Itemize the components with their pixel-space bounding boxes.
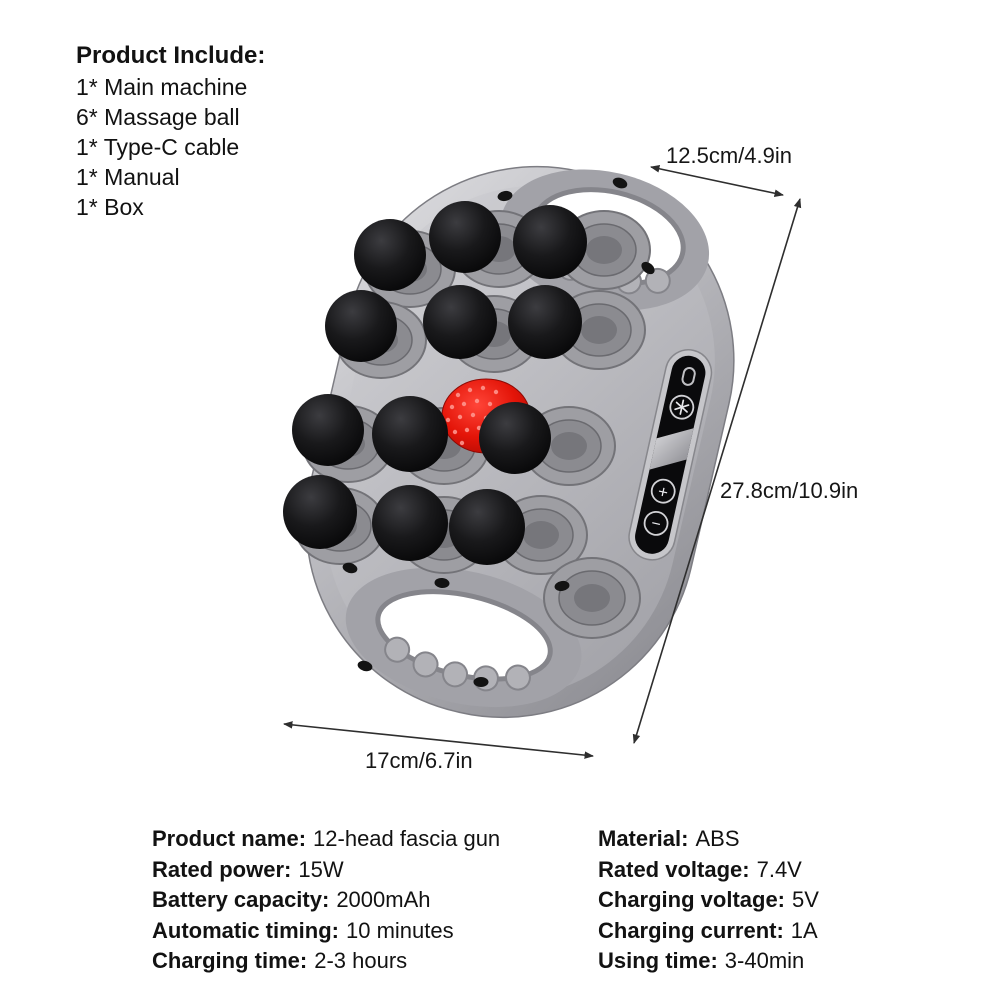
product-include-title: Product Include: bbox=[76, 42, 266, 69]
spec-label: Automatic timing: bbox=[152, 917, 339, 943]
dimension-arrow-height bbox=[632, 198, 802, 744]
massage-balls bbox=[283, 201, 587, 565]
dimension-label-top-width: 12.5cm/4.9in bbox=[666, 143, 792, 168]
spec-row: Rated power:15W bbox=[152, 855, 500, 886]
spec-label: Using time: bbox=[598, 948, 718, 973]
spec-row: Using time:3-40min bbox=[598, 946, 819, 977]
product-include-item: 1* Main machine bbox=[76, 74, 248, 100]
spec-row: Automatic timing: 10 minutes bbox=[152, 916, 500, 947]
dimension-arrow-top-width bbox=[650, 165, 784, 197]
massage-ball bbox=[423, 285, 497, 359]
spec-column-left: Product name:12-head fascia gun Rated po… bbox=[152, 824, 500, 977]
massage-ball bbox=[372, 485, 448, 561]
massage-ball bbox=[372, 396, 448, 472]
dimension-arrow-bottom-width bbox=[283, 721, 594, 759]
spec-value: 7.4V bbox=[756, 856, 802, 882]
product-include-list: Product Include: 1* Main machine 6* Mass… bbox=[76, 40, 265, 222]
spec-value: 15W bbox=[298, 856, 344, 882]
spec-label: Rated voltage: bbox=[598, 856, 750, 882]
spec-row: Rated voltage:7.4V bbox=[598, 855, 819, 886]
product-include-item: 1* Manual bbox=[76, 164, 180, 190]
spec-value: 2000mAh bbox=[336, 887, 431, 912]
spec-row: Charging current:1A bbox=[598, 916, 819, 947]
spec-value: 2-3 hours bbox=[314, 948, 408, 973]
spec-column-right: Material:ABS Rated voltage:7.4V Charging… bbox=[598, 824, 819, 977]
product-include-item: 6* Massage ball bbox=[76, 104, 240, 130]
massage-ball bbox=[292, 394, 364, 466]
dimension-label-height: 27.8cm/10.9in bbox=[720, 478, 859, 503]
spec-label: Product name: bbox=[152, 826, 307, 851]
spec-value: 10 minutes bbox=[346, 917, 454, 943]
spec-value: 3-40min bbox=[724, 948, 805, 973]
product-include-item: 1* Box bbox=[76, 194, 144, 220]
spec-value: 5V bbox=[792, 887, 819, 912]
spec-row: Product name:12-head fascia gun bbox=[152, 824, 500, 855]
spec-value: 12-head fascia gun bbox=[313, 826, 501, 851]
spec-row: Charging voltage:5V bbox=[598, 885, 819, 916]
massage-ball bbox=[479, 402, 551, 474]
massage-ball bbox=[513, 205, 587, 279]
spec-label: Charging current: bbox=[598, 917, 784, 943]
spec-label: Rated power: bbox=[152, 856, 292, 882]
massage-ball bbox=[325, 290, 397, 362]
massage-ball bbox=[449, 489, 525, 565]
massage-ball bbox=[508, 285, 582, 359]
product-include-item: 1* Type-C cable bbox=[76, 134, 240, 160]
spec-label: Material: bbox=[598, 826, 689, 851]
spec-value: ABS bbox=[695, 826, 740, 851]
spec-row: Charging time:2-3 hours bbox=[152, 946, 500, 977]
spec-row: Battery capacity:2000mAh bbox=[152, 885, 500, 916]
dimension-arrows bbox=[283, 165, 802, 759]
spec-row: Material:ABS bbox=[598, 824, 819, 855]
massage-ball bbox=[429, 201, 501, 273]
spec-label: Charging voltage: bbox=[598, 887, 786, 912]
spec-value: 1A bbox=[790, 917, 818, 943]
massage-ball bbox=[283, 475, 357, 549]
dimension-label-bottom-width: 17cm/6.7in bbox=[365, 748, 473, 773]
massage-ball bbox=[354, 219, 426, 291]
bottom-handle bbox=[345, 567, 582, 708]
spec-label: Battery capacity: bbox=[152, 887, 330, 912]
spec-label: Charging time: bbox=[152, 948, 308, 973]
